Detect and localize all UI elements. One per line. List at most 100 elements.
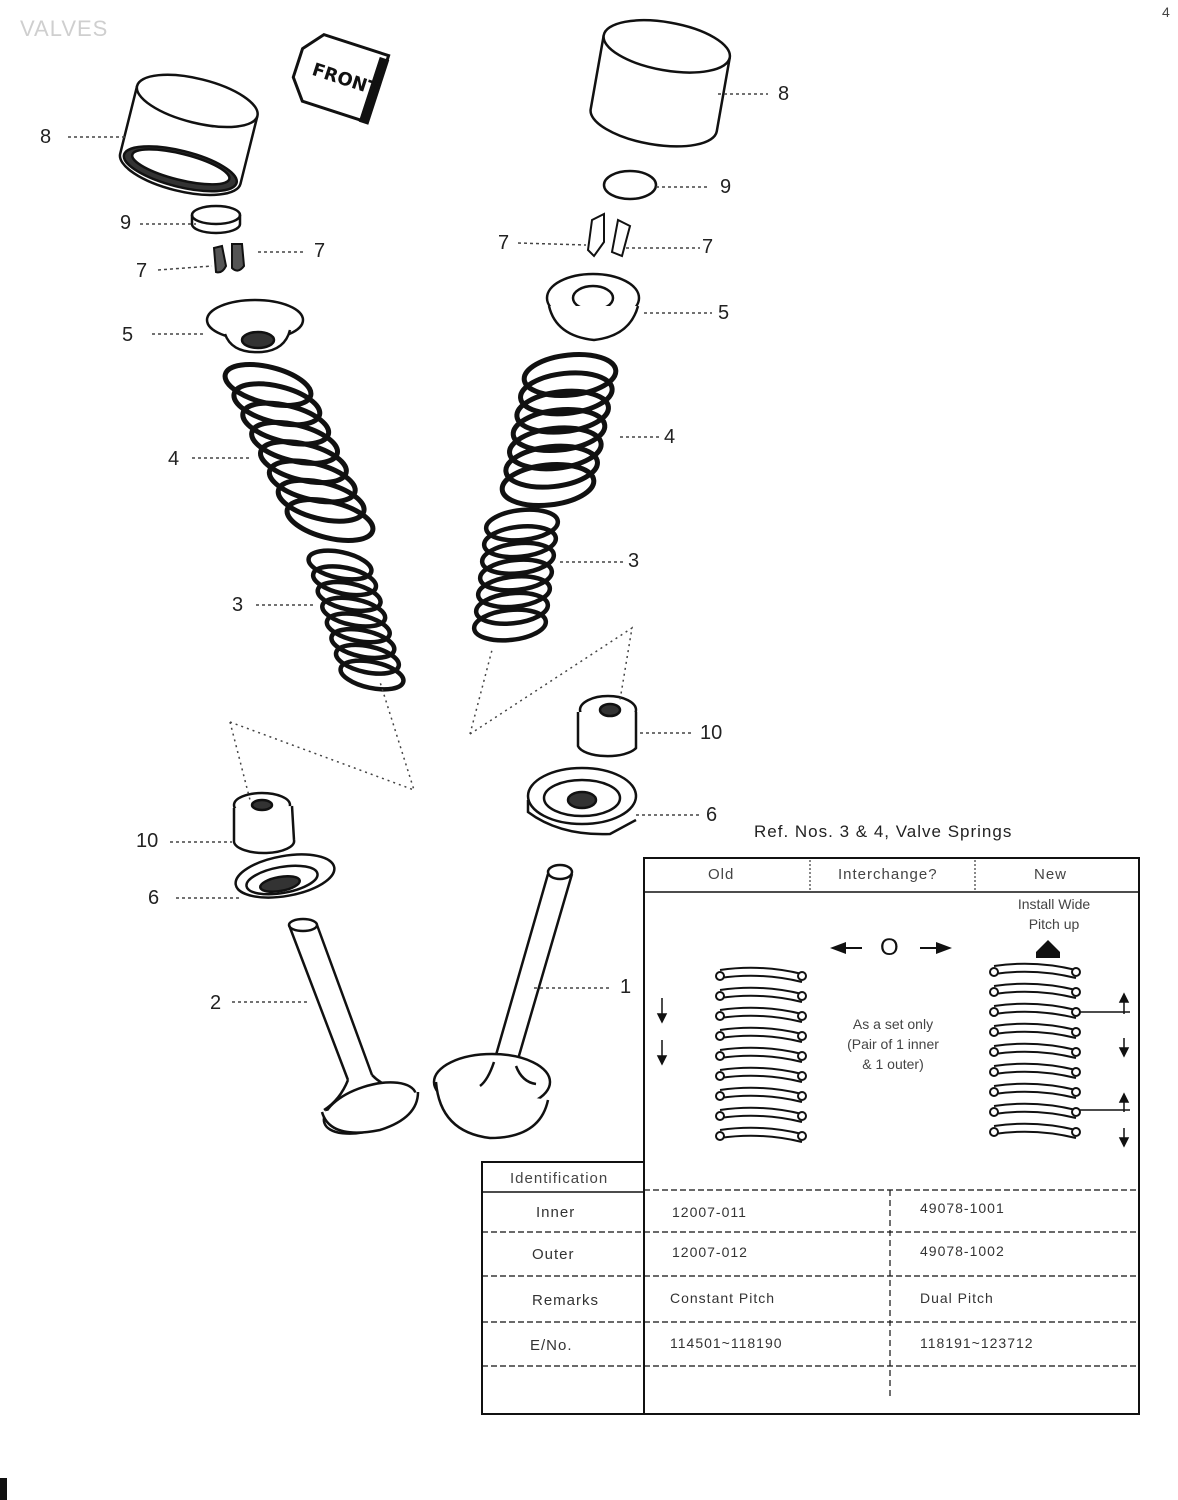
spring-coil-end [797, 1011, 807, 1021]
spring-coil-end [1071, 1067, 1081, 1077]
identification-header: Identification [510, 1170, 609, 1187]
spring-coil [479, 540, 557, 576]
spring-coil-end [1071, 987, 1081, 997]
left-spring-retainer [205, 298, 305, 354]
section-tag: VALVES [20, 16, 109, 41]
col-new-header: New [1034, 866, 1068, 883]
spring-coil [284, 497, 376, 543]
dashed-guide-lines [229, 626, 634, 801]
spring-coil-end [1071, 967, 1081, 977]
spring-coil-line [993, 1082, 1077, 1099]
left-outer-spring [222, 362, 376, 543]
interchange-arrows [830, 942, 952, 954]
spring-coil-line [719, 1126, 803, 1143]
spring-coil-line [719, 1026, 803, 1043]
spring-coil-end [1071, 1107, 1081, 1117]
spring-coil [481, 524, 559, 560]
right-shim [602, 169, 658, 201]
row-remarks-new: Dual Pitch [920, 1290, 994, 1306]
ref-left-9: 9 [120, 212, 132, 234]
spring-coil-line [993, 1002, 1077, 1019]
spring-coil-end [989, 987, 999, 997]
spring-coil-end [989, 1107, 999, 1117]
spring-coil-end [989, 1067, 999, 1077]
spring-coil-end [797, 1091, 807, 1101]
ref-right-10: 10 [700, 722, 723, 744]
spring-coil [514, 388, 611, 435]
ref-left-6: 6 [148, 887, 160, 909]
right-tappet-bucket [589, 19, 732, 148]
spring-coil-end [797, 1111, 807, 1121]
ref-right-5: 5 [718, 302, 730, 324]
spring-coil-line [719, 1066, 803, 1083]
left-collets [212, 243, 246, 274]
left-spring-seat [234, 853, 336, 899]
interchange-note-line3: & 1 outer) [862, 1056, 924, 1072]
spring-coil-end [715, 1071, 725, 1081]
spring-coil-line [993, 982, 1077, 999]
install-up-arrow [1036, 940, 1060, 958]
right-valve-assembly [432, 19, 732, 1140]
col-old-header: Old [708, 866, 735, 883]
spring-coil [338, 658, 406, 692]
interchange-symbol: O [880, 934, 899, 961]
row-eno-label: E/No. [530, 1337, 573, 1354]
spring-coil-end [1071, 1047, 1081, 1057]
row-outer-label: Outer [532, 1246, 575, 1263]
spring-coil-end [989, 1047, 999, 1057]
spring-coil-end [989, 1027, 999, 1037]
ref-right-7b: 7 [702, 236, 714, 258]
ref-left-5: 5 [122, 324, 134, 346]
ref-left-3: 3 [232, 594, 244, 616]
left-valve-assembly [118, 73, 420, 1135]
row-outer-new: 49078-1002 [920, 1243, 1005, 1259]
spring-coil-end [715, 971, 725, 981]
spring-coil-end [1071, 1007, 1081, 1017]
spring-coil [475, 574, 553, 610]
left-inner-spring [306, 548, 406, 692]
ref-left-2: 2 [210, 992, 222, 1014]
spring-coil-line [993, 1042, 1077, 1059]
ref-left-8: 8 [40, 126, 52, 148]
ref-left-10: 10 [136, 830, 159, 852]
new-install-note-line2: Pitch up [1028, 916, 1080, 932]
spring-coil-end [797, 1051, 807, 1061]
right-intake-valve [432, 863, 574, 1140]
spring-coil-end [797, 1071, 807, 1081]
interchange-note-line2: (Pair of 1 inner [847, 1036, 939, 1052]
spring-coil-end [797, 971, 807, 981]
spring-coil [473, 590, 551, 626]
spring-coil [483, 507, 561, 543]
spring-coil-end [1071, 1127, 1081, 1137]
row-eno-old: 114501~118190 [670, 1335, 783, 1351]
spring-coil-end [1071, 1027, 1081, 1037]
interchange-note-line1: As a set only [852, 1016, 934, 1032]
spring-coil [510, 407, 608, 453]
ref-right-8: 8 [778, 83, 790, 105]
new-install-note: Install Wide Pitch up [994, 894, 1114, 934]
row-inner-new: 49078-1001 [920, 1200, 1005, 1216]
spring-coil-end [715, 991, 725, 1001]
spring-coil-end [797, 1131, 807, 1141]
row-inner-label: Inner [536, 1204, 576, 1221]
spring-table-title: Ref. Nos. 3 & 4, Valve Springs [754, 822, 1013, 841]
left-shim [190, 204, 242, 235]
spring-coil-line [719, 1046, 803, 1063]
spring-coil [306, 548, 374, 582]
interchange-note: As a set only (Pair of 1 inner & 1 outer… [820, 1014, 966, 1074]
spring-coil-end [715, 1051, 725, 1061]
right-collets [586, 212, 632, 258]
new-install-note-line1: Install Wide [1017, 896, 1091, 912]
pitch-markers [656, 992, 1130, 1148]
spring-coil [499, 462, 597, 508]
row-remarks-label: Remarks [532, 1292, 600, 1309]
old-spring-drawing [715, 966, 807, 1143]
leader-lines [68, 93, 768, 1003]
spring-coil-line [719, 1106, 803, 1123]
new-spring-drawing [989, 962, 1081, 1139]
spring-coil-end [797, 991, 807, 1001]
spring-coil [477, 557, 555, 593]
spring-coil-line [993, 962, 1077, 979]
spring-coil-line [993, 1122, 1077, 1139]
